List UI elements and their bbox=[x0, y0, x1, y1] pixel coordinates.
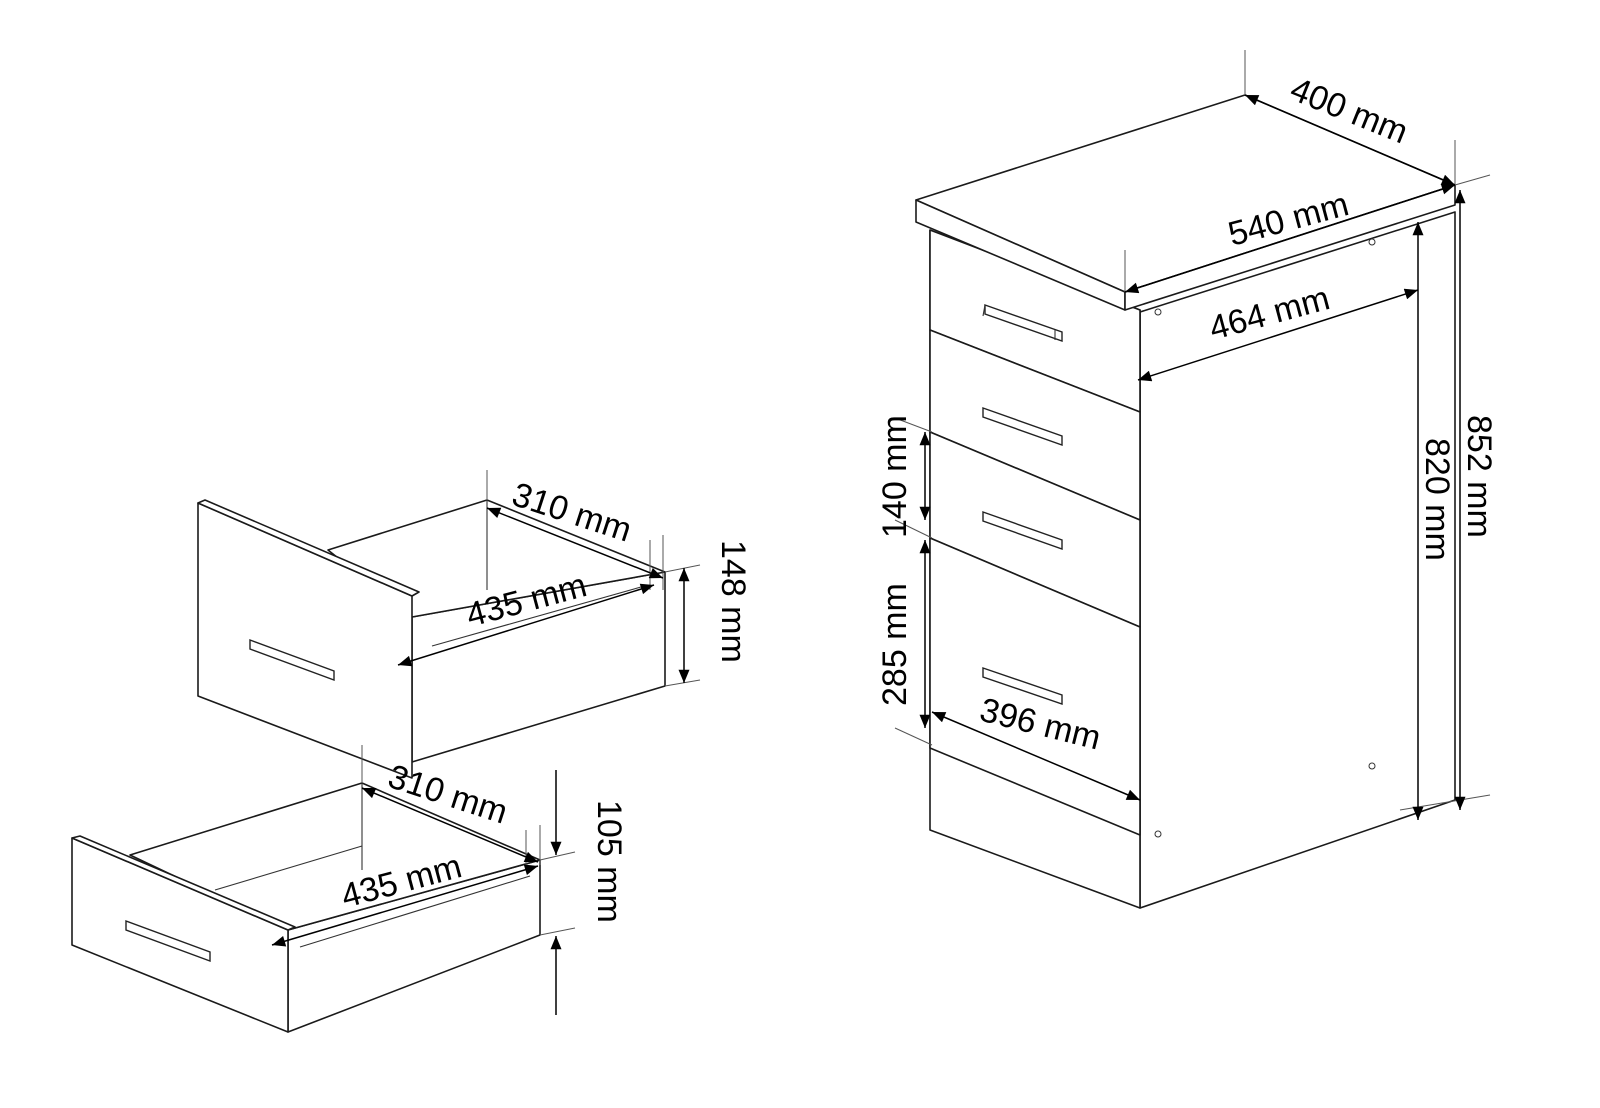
inner-width-dimension-line bbox=[931, 711, 1141, 801]
lower-drawer-dimensions bbox=[271, 745, 576, 1015]
upper-drawer-dimensions bbox=[397, 470, 701, 687]
upper-height-label: 148 mm bbox=[714, 540, 752, 663]
side-hole bbox=[1154, 308, 1162, 316]
cabinet-dimensions bbox=[894, 50, 1491, 820]
side-hole bbox=[1368, 238, 1376, 246]
cabinet-handle-2 bbox=[982, 407, 1063, 446]
top-depth-dimension-line bbox=[1244, 94, 1456, 186]
lower-drawer-handle bbox=[125, 919, 211, 963]
upper-drawer-height-label: 140 mm bbox=[876, 415, 914, 538]
lower-length-dimension-line bbox=[271, 864, 539, 947]
cabinet-handle-1 bbox=[982, 304, 1063, 342]
lower-drawer-height-label: 285 mm bbox=[876, 583, 914, 706]
cabinet-handle-4 bbox=[982, 667, 1063, 705]
upper-depth-dimension-line bbox=[486, 507, 664, 579]
total-height-label: 852 mm bbox=[1460, 415, 1498, 538]
cabinet bbox=[915, 94, 1456, 909]
upper-drawer-handle bbox=[249, 638, 335, 682]
lower-depth-dimension-line bbox=[361, 787, 539, 863]
top-width-dimension-line bbox=[1124, 183, 1456, 294]
cabinet-handle-3 bbox=[982, 511, 1063, 550]
body-height-label: 820 mm bbox=[1418, 438, 1456, 561]
side-hole bbox=[1154, 830, 1162, 838]
side-hole bbox=[1368, 762, 1376, 770]
upper-drawer bbox=[197, 499, 666, 779]
upper-length-dimension-line bbox=[397, 583, 655, 667]
lower-height-label: 105 mm bbox=[590, 800, 628, 923]
body-depth-dimension-line bbox=[1137, 288, 1419, 382]
